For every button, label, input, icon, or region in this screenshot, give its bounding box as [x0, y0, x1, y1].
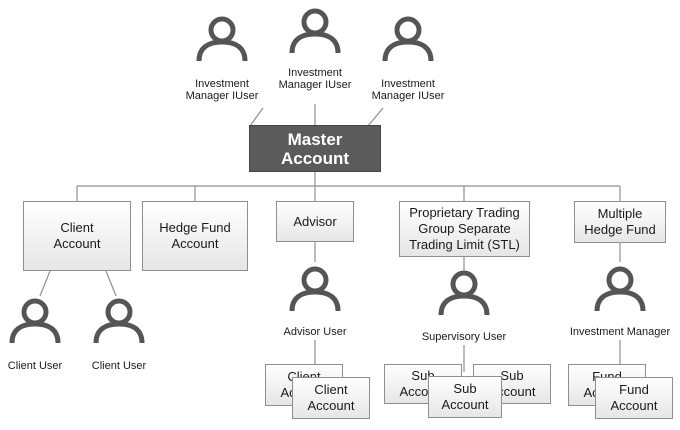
person-icon	[93, 298, 145, 344]
person-icon	[289, 8, 341, 54]
person-icon	[382, 16, 434, 62]
client-user-label-2: Client User	[91, 360, 147, 372]
client-user-label-1: Client User	[7, 360, 63, 372]
person-icon	[289, 266, 341, 312]
person-icon	[594, 266, 646, 312]
person-icon	[196, 16, 248, 62]
person-icon	[438, 270, 490, 316]
investment-manager-label: Investment Manager	[569, 326, 671, 338]
advisor-user-label: Advisor User	[283, 326, 347, 338]
supervisory-user-label: Supervisory User	[421, 331, 507, 343]
person-icon	[9, 298, 61, 344]
advisor-box: Advisor	[276, 201, 354, 242]
